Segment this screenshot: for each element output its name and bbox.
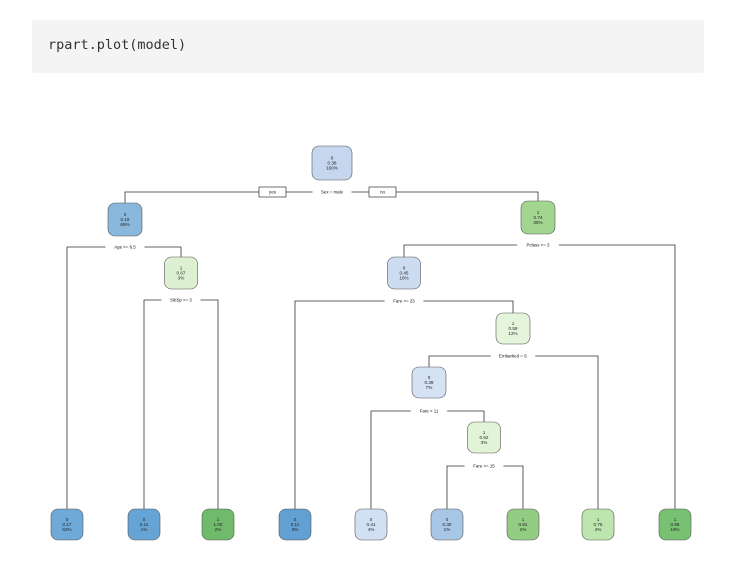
- node-class-label: 0: [66, 517, 69, 522]
- tree-node-leaf4: [278, 508, 312, 541]
- branch-line-left: [403, 244, 518, 257]
- branch-line-right: [144, 246, 182, 257]
- node-percent: 16%: [399, 276, 408, 281]
- node-percent: 1%: [141, 527, 148, 532]
- node-probability: 0.41: [367, 522, 376, 527]
- split-label: Sex = male: [321, 190, 344, 195]
- code-block: rpart.plot(model): [32, 20, 704, 73]
- node-class-label: 1: [674, 517, 677, 522]
- yes-label: yes: [269, 190, 277, 195]
- node-class-label: 1: [483, 430, 486, 435]
- node-percent: 1%: [444, 527, 451, 532]
- node-percent: 4%: [595, 527, 602, 532]
- branch-line-right: [558, 244, 676, 509]
- branch-line-right: [423, 300, 514, 313]
- code-text: rpart.plot(model): [48, 37, 187, 53]
- node-class-label: 0: [143, 517, 146, 522]
- node-percent: 62%: [62, 527, 71, 532]
- tree-node-leaf5: [354, 508, 388, 541]
- tree-node-n3: [520, 200, 556, 235]
- no-label-box: [368, 186, 397, 198]
- node-class-label: 0: [446, 517, 449, 522]
- node-probability: 0.39: [425, 380, 434, 385]
- tree-node-n53: [467, 421, 501, 454]
- branch-line-left: [294, 300, 385, 509]
- node-percent: 35%: [533, 220, 542, 225]
- node-probability: 0.96: [671, 522, 680, 527]
- node-probability: 0.67: [177, 271, 186, 276]
- node-class-label: 1: [537, 210, 540, 215]
- node-percent: 65%: [120, 222, 129, 227]
- node-probability: 0.11: [140, 522, 149, 527]
- branch-line-left: [124, 191, 313, 203]
- node-probability: 0.45: [400, 271, 409, 276]
- node-class-label: 0: [331, 156, 334, 161]
- tree-node-leaf7: [506, 508, 540, 541]
- branch-line-left: [428, 355, 491, 367]
- node-percent: 7%: [426, 385, 433, 390]
- node-percent: 3%: [292, 527, 299, 532]
- node-probability: 0.81: [519, 522, 528, 527]
- tree-node-n5: [164, 256, 198, 290]
- tree-node-leaf3: [201, 508, 235, 541]
- split-label: SibSp >= 3: [170, 298, 192, 303]
- node-probability: 0.38: [328, 161, 337, 166]
- branch-line-left: [143, 299, 162, 509]
- node-class-label: 1: [180, 266, 183, 271]
- branch-line-right: [447, 410, 485, 422]
- tree-node-leaf2: [127, 508, 161, 541]
- split-label: Fare >= 15: [473, 464, 495, 469]
- branch-line-right: [351, 191, 539, 201]
- node-percent: 19%: [670, 527, 679, 532]
- node-percent: 12%: [508, 331, 517, 336]
- split-label: Age >= 6.5: [114, 245, 136, 250]
- tree-node-leaf9: [658, 508, 692, 541]
- tree-node-n26: [411, 366, 447, 399]
- node-class-label: 1: [512, 321, 515, 326]
- node-class-label: 1: [217, 517, 220, 522]
- split-label: Fare >= 23: [393, 299, 415, 304]
- tree-node-leaf6: [430, 508, 464, 541]
- tree-node-root: [311, 145, 353, 181]
- node-percent: 3%: [178, 276, 185, 281]
- branch-line-right: [503, 465, 524, 509]
- tree-node-n13: [495, 312, 531, 345]
- tree-node-leaf1: [50, 508, 84, 541]
- node-percent: 2%: [215, 527, 222, 532]
- branch-line-left: [446, 465, 465, 509]
- node-class-label: 1: [597, 517, 600, 522]
- node-class-label: 0: [428, 375, 431, 380]
- split-label: Embarked = S: [499, 354, 527, 359]
- node-percent: 100%: [326, 166, 338, 171]
- node-class-label: 0: [124, 212, 127, 217]
- tree-node-n2: [107, 202, 143, 237]
- node-probability: 0.17: [63, 522, 72, 527]
- node-class-label: 0: [370, 517, 373, 522]
- node-probability: 0.11: [291, 522, 300, 527]
- node-probability: 0.76: [594, 522, 603, 527]
- tree-node-leaf8: [581, 508, 615, 541]
- node-probability: 0.62: [480, 435, 489, 440]
- node-probability: 0.19: [121, 217, 130, 222]
- tree-node-n6: [387, 256, 421, 290]
- yes-label-box: [258, 186, 287, 198]
- node-probability: 0.30: [443, 522, 452, 527]
- node-class-label: 0: [403, 266, 406, 271]
- node-percent: 4%: [368, 527, 375, 532]
- split-label: Pclass >= 3: [527, 243, 550, 248]
- no-label: no: [380, 190, 386, 195]
- node-probability: 0.74: [534, 215, 543, 220]
- node-probability: 1.00: [214, 522, 223, 527]
- node-class-label: 1: [522, 517, 525, 522]
- branch-line-left: [66, 246, 106, 509]
- node-probability: 0.59: [509, 326, 518, 331]
- node-class-label: 0: [294, 517, 297, 522]
- split-label: Fare < 11: [420, 409, 439, 414]
- node-percent: 2%: [520, 527, 527, 532]
- node-percent: 3%: [481, 440, 488, 445]
- branch-line-right: [200, 299, 219, 509]
- branch-line-right: [535, 355, 599, 509]
- branch-line-left: [370, 410, 411, 509]
